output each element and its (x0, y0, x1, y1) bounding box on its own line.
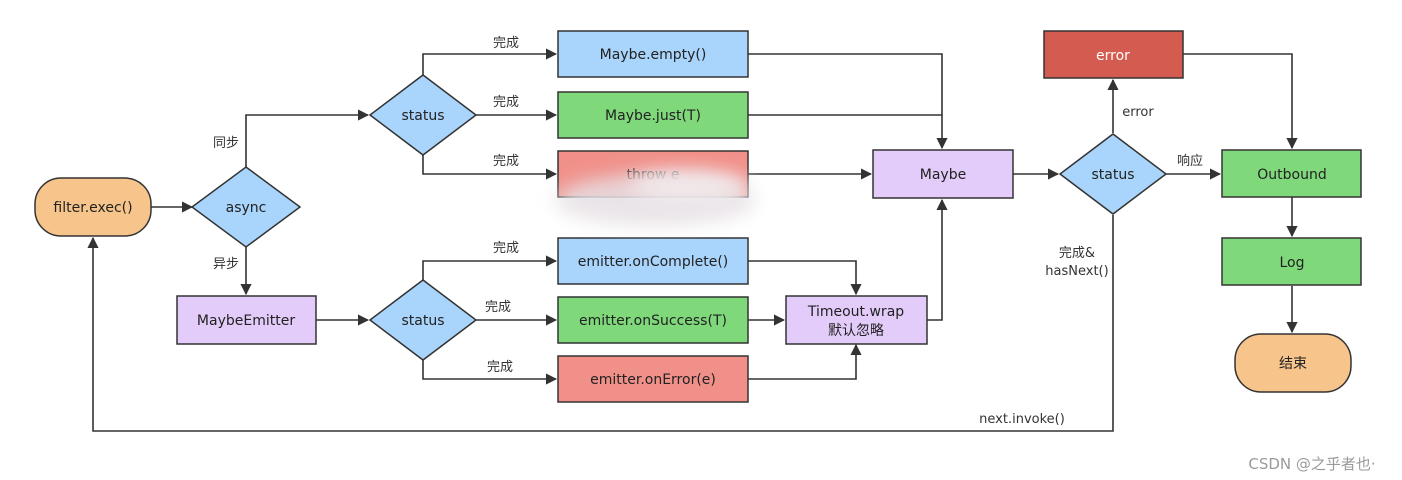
timeout-wrap-node (785, 295, 928, 345)
log-label: Log (1279, 255, 1304, 271)
edge-status-error (422, 360, 558, 385)
edge-label-next-invoke: next.invoke() (979, 412, 1065, 427)
timeout-wrap-label-2: 默认忽略 (828, 323, 884, 339)
maybe-just-label: Maybe.just(T) (605, 108, 701, 124)
status-async-label: status (401, 313, 444, 329)
edge-timeout-maybe (927, 198, 948, 321)
error-node (1043, 30, 1184, 79)
edge-status-complete (422, 255, 558, 280)
on-success-label: emitter.onSuccess(T) (579, 313, 727, 329)
edge-label-done-4: 完成 (493, 241, 519, 256)
on-error-node (557, 355, 749, 403)
edge-status-throw (422, 155, 558, 180)
watermark-text: CSDN @之乎者也· (1248, 455, 1375, 473)
nodes: filter.exec() async status Maybe.empty()… (34, 30, 1362, 403)
on-complete-label: emitter.onComplete() (578, 254, 729, 270)
edge-label-done-6: 完成 (487, 360, 513, 375)
edge-label-has-next-2: hasNext() (1045, 264, 1108, 279)
log-node (1221, 237, 1362, 286)
edge-label-has-next-1: 完成& (1059, 246, 1095, 261)
on-error-label: emitter.onError(e) (590, 372, 716, 388)
edge-label-async: 异步 (213, 257, 239, 272)
end-node (1234, 333, 1352, 393)
on-complete-node (557, 237, 749, 285)
edge-errorbox-outbound (1183, 53, 1298, 150)
blur-smudge-highlight (630, 170, 750, 202)
outbound-label: Outbound (1257, 167, 1326, 183)
async-label: async (226, 200, 267, 216)
edge-async-sync (245, 109, 370, 167)
edge-label-done-3: 完成 (493, 154, 519, 169)
maybe-empty-node (557, 30, 749, 78)
edge-label-done-1: 完成 (493, 36, 519, 51)
maybe-emitter-node (176, 295, 317, 345)
edge-empty-maybe (748, 53, 948, 150)
maybe-label: Maybe (920, 167, 966, 183)
maybe-just-node (557, 91, 749, 139)
filter-exec-node (34, 177, 152, 237)
edge-error-timeout (748, 343, 862, 380)
edges (87, 48, 1298, 432)
status-result-label: status (1091, 167, 1134, 183)
maybe-emitter-label: MaybeEmitter (197, 313, 295, 329)
maybe-node (872, 149, 1014, 199)
edge-label-done-2: 完成 (493, 95, 519, 110)
status-async-decision (368, 279, 478, 361)
edge-label-error: error (1122, 105, 1154, 120)
filter-exec-label: filter.exec() (53, 200, 132, 216)
edge-complete-timeout (748, 260, 862, 296)
async-decision (190, 166, 302, 248)
edge-label-done-5: 完成 (485, 300, 511, 315)
edge-label-response: 响应 (1177, 153, 1203, 169)
end-label: 结束 (1279, 356, 1307, 372)
status-sync-label: status (401, 108, 444, 124)
error-label: error (1096, 48, 1130, 64)
outbound-node (1221, 149, 1362, 198)
edge-status-empty (422, 48, 558, 75)
status-result-decision (1058, 133, 1168, 215)
timeout-wrap-label-1: Timeout.wrap (807, 304, 904, 320)
edge-labels: 同步 异步 完成 完成 完成 完成 完成 完成 error 响应 完成& has… (213, 36, 1203, 427)
edge-next-invoke-loop (87, 215, 1114, 432)
maybe-empty-label: Maybe.empty() (600, 47, 707, 63)
on-success-node (557, 296, 749, 344)
status-sync-decision (368, 74, 478, 156)
edge-label-sync: 同步 (213, 136, 239, 151)
